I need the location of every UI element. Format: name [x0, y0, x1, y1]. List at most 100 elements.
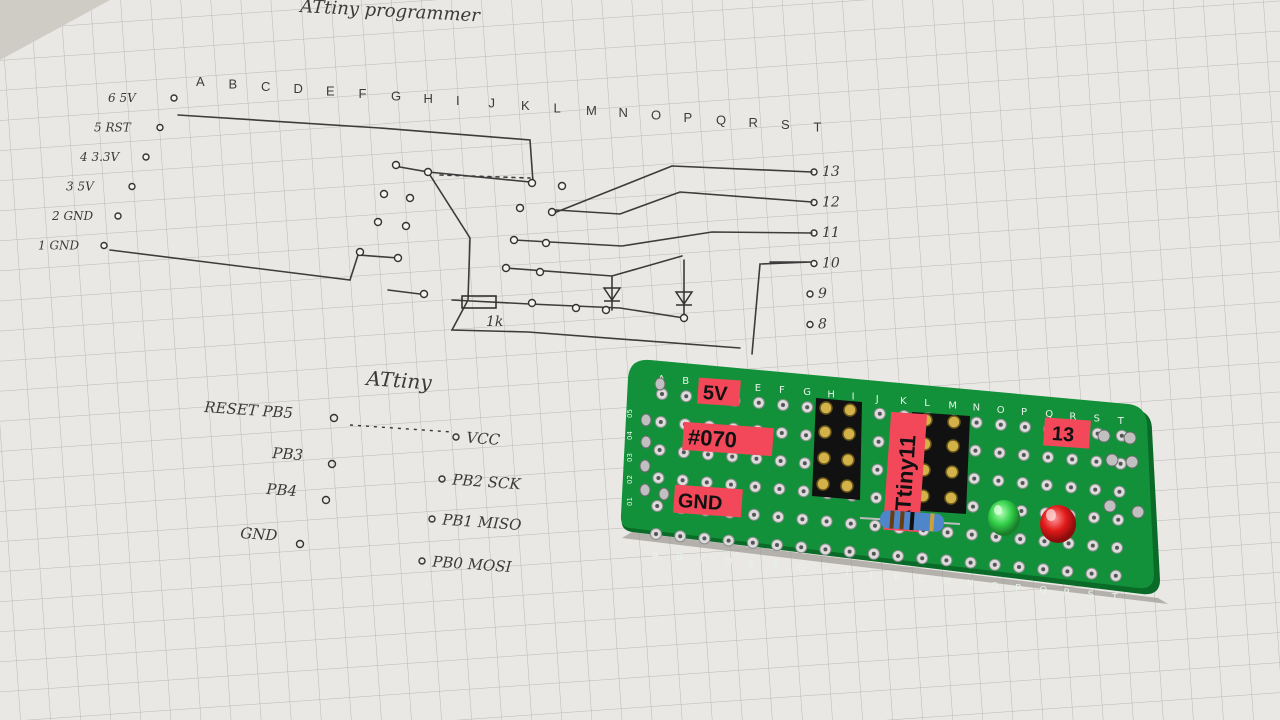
svg-text:2 GND: 2 GND	[51, 209, 94, 223]
svg-text:PB3: PB3	[271, 444, 304, 464]
schematic-column-letter: J	[489, 96, 496, 111]
pcb-column-letter-top: R	[1069, 411, 1076, 422]
schematic-column-letter: B	[229, 76, 238, 91]
ic-socket-left	[812, 398, 862, 500]
schematic-left-pin: 6 5V	[108, 91, 178, 105]
schematic-column-letter: P	[684, 110, 693, 125]
svg-text:10: 10	[822, 256, 840, 272]
pcb-column-letter-bottom: P	[1015, 583, 1021, 594]
pinout-row: GND PB0 MOSI	[240, 524, 513, 576]
svg-text:13: 13	[1051, 423, 1075, 446]
pcb-column-letter-top: J	[875, 394, 879, 405]
pcb-column-letter-bottom: T	[1111, 592, 1119, 603]
schematic-right-pin: 9	[806, 286, 827, 302]
svg-text:VCC: VCC	[466, 429, 501, 449]
schematic-column-letter: E	[326, 84, 335, 99]
svg-text:5 RST: 5 RST	[94, 121, 132, 135]
svg-text:6 5V: 6 5V	[108, 91, 137, 105]
schematic-column-letter: C	[261, 79, 270, 94]
pcb-column-letter-bottom: F	[773, 561, 779, 572]
pcb-column-letter-bottom: O	[991, 581, 999, 592]
schematic-column-letter: D	[294, 81, 303, 96]
svg-text:3 5V: 3 5V	[66, 180, 95, 194]
schematic-column-letter: T	[814, 120, 822, 135]
pcb-column-letter-top: I	[852, 392, 855, 403]
schematic-left-pin: 1 GND	[38, 239, 108, 253]
pcb-column-letter-bottom: S	[1088, 590, 1094, 601]
schematic-left-pin: 3 5V	[66, 180, 136, 194]
schematic-right-pin: 13	[810, 164, 840, 180]
pcb-column-letter-bottom: Q	[1039, 585, 1047, 596]
pcb-column-letter-top: N	[973, 403, 980, 414]
pcb-column-letter-bottom: I	[846, 568, 849, 579]
schematic-left-pin: 2 GND	[51, 209, 122, 223]
svg-text:8: 8	[818, 317, 827, 333]
schematic-column-letter: R	[749, 115, 758, 130]
schematic-column-letter: A	[196, 74, 205, 89]
label-gnd: GND	[673, 484, 743, 518]
svg-text:#070: #070	[687, 424, 738, 452]
schematic-left-pin: 5 RST	[94, 121, 164, 135]
pcb-row-number: 04	[626, 431, 634, 440]
svg-text:PB4: PB4	[265, 480, 298, 500]
pcb-column-letter-top: P	[1021, 407, 1027, 418]
pcb-board: AABBCCDDEEFFGGHHIIJJKKLLMMNNOOPPQQRRSSTT…	[620, 359, 1168, 604]
resistor	[859, 510, 961, 532]
pcb-row-number: 01	[626, 497, 634, 506]
pcb-column-letter-top: T	[1117, 416, 1125, 427]
schematic-column-letter: G	[391, 88, 401, 103]
schematic-column-letter: N	[619, 105, 628, 120]
svg-text:9: 9	[818, 286, 827, 302]
label-board-id: #070	[682, 421, 774, 457]
pcb-column-letter-top: S	[1094, 414, 1100, 425]
pcb-column-letter-top: M	[948, 400, 957, 411]
svg-text:4 3.3V: 4 3.3V	[79, 150, 121, 164]
svg-text:12: 12	[822, 195, 840, 211]
label-chip: ATtiny11	[882, 411, 928, 533]
pcb-column-letter-bottom: J	[869, 570, 873, 581]
schematic-column-letter: O	[651, 108, 661, 123]
pcb-column-letter-bottom: M	[942, 576, 951, 587]
pcb-column-letter-top: B	[682, 376, 689, 387]
label-pin-13: 13	[1043, 417, 1091, 449]
svg-text:1 GND: 1 GND	[38, 239, 80, 253]
svg-text:GND: GND	[240, 524, 278, 545]
pcb-column-letter-top: H	[827, 389, 835, 400]
schematic-column-letter: Q	[716, 112, 726, 127]
label-5v: 5V	[697, 377, 741, 407]
pcb-row-number: 03	[626, 453, 634, 462]
pcb-column-letter-bottom: E	[749, 559, 755, 570]
schematic-right-pin: 10	[810, 256, 840, 272]
pcb-column-letter-top: K	[900, 396, 907, 407]
svg-text:PB1 MISO: PB1 MISO	[441, 511, 522, 535]
pcb-column-letter-bottom: C	[700, 554, 707, 565]
pcb-row-number: 02	[626, 475, 634, 484]
svg-text:PB0 MOSI: PB0 MOSI	[431, 553, 513, 577]
schematic-column-letter: S	[781, 117, 790, 132]
pcb-column-letter-top: F	[779, 385, 785, 396]
schematic-left-pins: 6 5V 5 RST 4 3.3V 3 5V 2 GND 1 GND	[38, 91, 178, 253]
pcb-column-letter-bottom: D	[725, 557, 733, 568]
pcb-row-number: 05	[626, 409, 634, 418]
led-green	[988, 500, 1020, 536]
svg-text:13: 13	[822, 164, 840, 180]
pcb-column-letter-bottom: A	[652, 550, 659, 561]
schematic-column-letter: H	[424, 91, 433, 106]
resistor-label: 1k	[486, 314, 503, 330]
pcb-column-letter-top: Q	[1045, 409, 1053, 420]
pinout-title: ATtiny	[364, 366, 434, 395]
led-red	[1040, 505, 1076, 543]
pcb-column-letter-bottom: L	[918, 574, 924, 585]
schematic-column-letter: F	[359, 86, 367, 101]
schematic-column-letter: K	[521, 98, 530, 113]
pcb-column-letter-top: G	[803, 387, 811, 398]
schematic-right-pin: 8	[806, 317, 827, 333]
pcb-column-letter-bottom: H	[821, 565, 829, 576]
